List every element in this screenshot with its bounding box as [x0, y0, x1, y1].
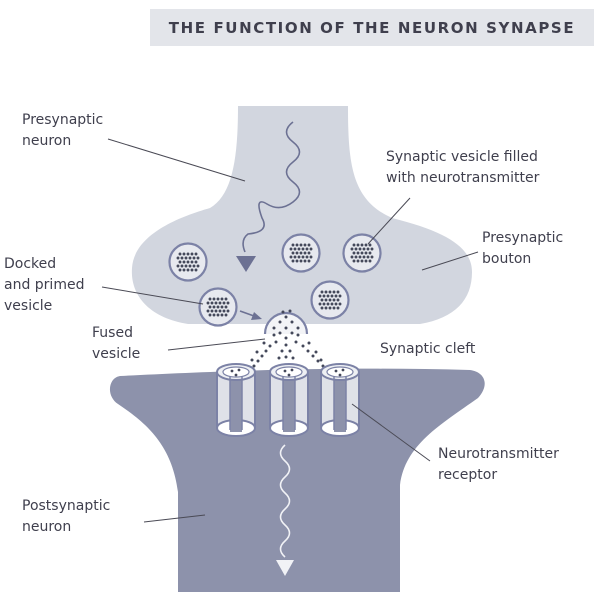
- postsynaptic-signal-wave: [279, 444, 291, 558]
- docked-vesicle: [198, 287, 238, 327]
- leader-presynaptic-neuron: [107, 138, 246, 182]
- docking-arrowhead: [251, 312, 262, 320]
- presynaptic-signal-wave: [242, 121, 301, 253]
- vesicle-1: [168, 242, 208, 282]
- leader-synaptic-vesicle: [367, 197, 411, 245]
- label-receptor: Neurotransmitter receptor: [438, 446, 563, 483]
- label-synaptic-vesicle: Synaptic vesicle filled with neurotransm…: [386, 149, 542, 186]
- receptor-1: [216, 363, 256, 437]
- label-postsynaptic-neuron: Postsynaptic neuron: [22, 498, 115, 535]
- label-docked-vesicle: Docked and primed vesicle: [4, 256, 89, 314]
- docking-arrow: [239, 310, 255, 317]
- vesicle-3: [342, 233, 382, 273]
- title-banner: THE FUNCTION OF THE NEURON SYNAPSE: [150, 9, 594, 46]
- receptor-2: [269, 363, 309, 437]
- leader-presynaptic-bouton: [421, 251, 479, 271]
- diagram-title: THE FUNCTION OF THE NEURON SYNAPSE: [168, 18, 576, 37]
- label-synaptic-cleft: Synaptic cleft: [380, 341, 476, 357]
- label-presynaptic-neuron: Presynaptic neuron: [22, 112, 108, 149]
- vesicle-4: [310, 280, 350, 320]
- postsynaptic-neuron-shape: [109, 368, 485, 592]
- postsynaptic-signal-arrowhead: [276, 560, 294, 576]
- vesicle-2: [281, 233, 321, 273]
- fused-vesicle-contents: [272, 309, 300, 340]
- fused-vesicle: [263, 311, 309, 335]
- label-fused-vesicle: Fused vesicle: [92, 325, 140, 362]
- receptor-3: [320, 363, 360, 437]
- leader-fused-vesicle: [167, 338, 266, 351]
- leader-docked-vesicle: [101, 286, 204, 305]
- leader-postsynaptic-neuron: [143, 514, 206, 523]
- presynaptic-signal-arrowhead: [236, 256, 256, 272]
- presynaptic-neuron-shape: [131, 106, 472, 324]
- leader-receptor: [351, 403, 431, 462]
- label-presynaptic-bouton: Presynaptic bouton: [482, 230, 568, 267]
